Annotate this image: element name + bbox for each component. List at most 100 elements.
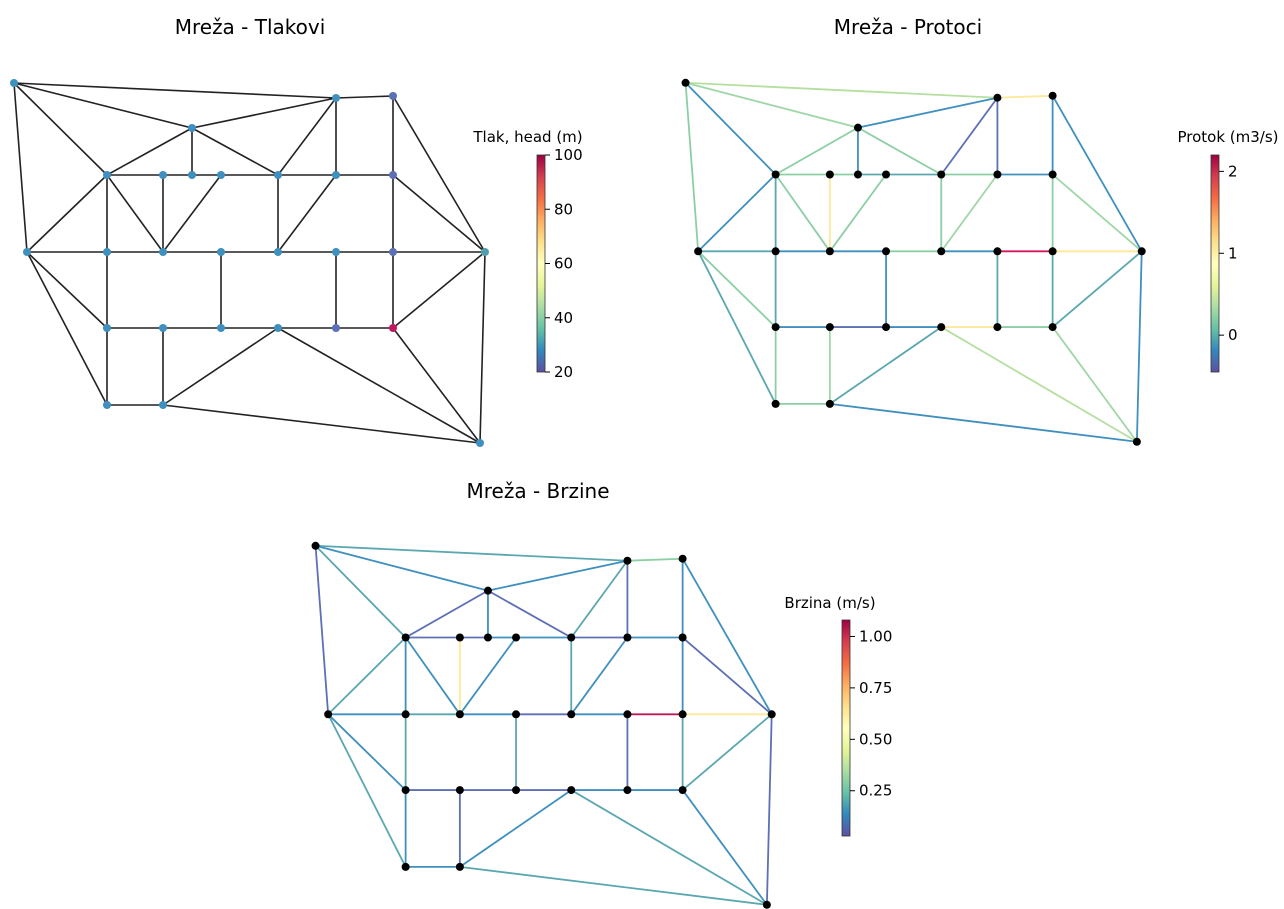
pipe-edge	[940, 173, 999, 252]
pipe-edge	[327, 713, 407, 791]
panel-velocity: Mreža - Brzine Brzina (m/s) 0.250.500.75…	[311, 479, 892, 909]
junction-node	[993, 247, 1002, 256]
junction-node	[476, 439, 484, 447]
pipe-edge	[314, 545, 330, 715]
pipe-edge	[277, 97, 337, 176]
junction-node	[993, 93, 1002, 102]
junction-node	[401, 786, 410, 795]
junction-node	[771, 247, 780, 256]
junction-node	[103, 324, 111, 332]
pipe-edge	[191, 127, 279, 176]
junction-node	[882, 170, 891, 179]
junction-node	[694, 247, 703, 256]
pipe-edge	[315, 544, 489, 592]
junction-node	[882, 323, 891, 332]
colorbar-tick-label: 1.00	[859, 627, 892, 645]
junction-node	[481, 248, 489, 256]
pipe-edge	[106, 127, 193, 176]
junction-node	[623, 633, 632, 642]
pipe-edge	[404, 636, 461, 715]
junction-node	[1048, 247, 1057, 256]
junction-node	[771, 323, 780, 332]
panel-pressure: Mreža - Tlakovi Tlak, head (m) 204060801…	[10, 15, 583, 447]
junction-node	[274, 248, 282, 256]
panel-title: Mreža - Tlakovi	[175, 15, 326, 39]
junction-node	[217, 248, 225, 256]
colorbar-tick-label: 0.50	[859, 730, 892, 748]
junction-node	[103, 401, 111, 409]
pipe-edge	[13, 82, 28, 253]
colorbar: Brzina (m/s) 0.250.500.751.00	[784, 594, 892, 837]
pipe-edge	[1051, 95, 1143, 252]
junction-node	[825, 170, 834, 179]
colorbar-tick-label: 80	[554, 200, 573, 218]
pipe-edge	[162, 327, 279, 406]
panel-title: Mreža - Protoci	[834, 15, 982, 39]
colorbar-tick-label: 100	[554, 146, 583, 164]
junction-node	[853, 123, 862, 132]
junction-node	[937, 170, 946, 179]
pipe-edge	[405, 589, 489, 639]
junction-node	[1137, 247, 1146, 256]
pipe-edge	[487, 589, 572, 639]
pipe-edge	[685, 81, 998, 99]
junction-node	[762, 900, 771, 909]
junction-node	[623, 710, 632, 719]
junction-node	[103, 171, 111, 179]
junction-node	[623, 556, 632, 565]
pipe-edge	[459, 636, 517, 715]
junction-node	[1048, 91, 1057, 100]
junction-node	[678, 633, 687, 642]
nodes	[10, 79, 489, 447]
junction-node	[188, 171, 196, 179]
junction-node	[389, 248, 397, 256]
pipe-edge	[684, 82, 700, 252]
pipe-edge	[314, 545, 407, 639]
junction-node	[678, 786, 687, 795]
junction-node	[678, 554, 687, 563]
junction-node	[455, 862, 464, 871]
junction-node	[993, 170, 1002, 179]
colorbar-tick-label: 2	[1228, 162, 1238, 180]
junction-node	[455, 710, 464, 719]
junction-node	[512, 710, 521, 719]
pipe-edge	[13, 82, 193, 129]
colorbar-tick-label: 1	[1228, 244, 1238, 262]
junction-node	[159, 401, 167, 409]
pipe-edge	[774, 173, 831, 252]
junction-node	[103, 248, 111, 256]
junction-node	[882, 247, 891, 256]
junction-node	[771, 399, 780, 408]
junction-node	[853, 170, 862, 179]
junction-node	[217, 324, 225, 332]
junction-node	[217, 171, 225, 179]
junction-node	[512, 633, 521, 642]
junction-node	[188, 124, 196, 132]
junction-node	[937, 323, 946, 332]
colorbar: Protok (m3/s) 012	[1177, 128, 1279, 373]
pipe-edge	[162, 174, 222, 253]
junction-node	[993, 323, 1002, 332]
pipe-edge	[13, 82, 108, 176]
junction-node	[332, 171, 340, 179]
colorbar-bar	[536, 154, 546, 373]
junction-node	[825, 323, 834, 332]
pipe-edge	[940, 97, 999, 176]
pipe-edge	[829, 173, 887, 252]
pipe-edge	[13, 82, 337, 99]
junction-node	[311, 541, 320, 550]
pipe-edge	[106, 174, 164, 253]
pipe-edge	[327, 636, 407, 715]
pipe-edge	[392, 95, 486, 253]
pipe-edge	[940, 326, 1138, 443]
junction-node	[681, 78, 690, 87]
pipe-edge	[697, 173, 777, 252]
pipe-edge	[1052, 173, 1143, 252]
pipe-edge	[26, 251, 108, 406]
junction-node	[23, 248, 31, 256]
junction-node	[483, 633, 492, 642]
colorbar-label: Tlak, head (m)	[472, 128, 582, 146]
